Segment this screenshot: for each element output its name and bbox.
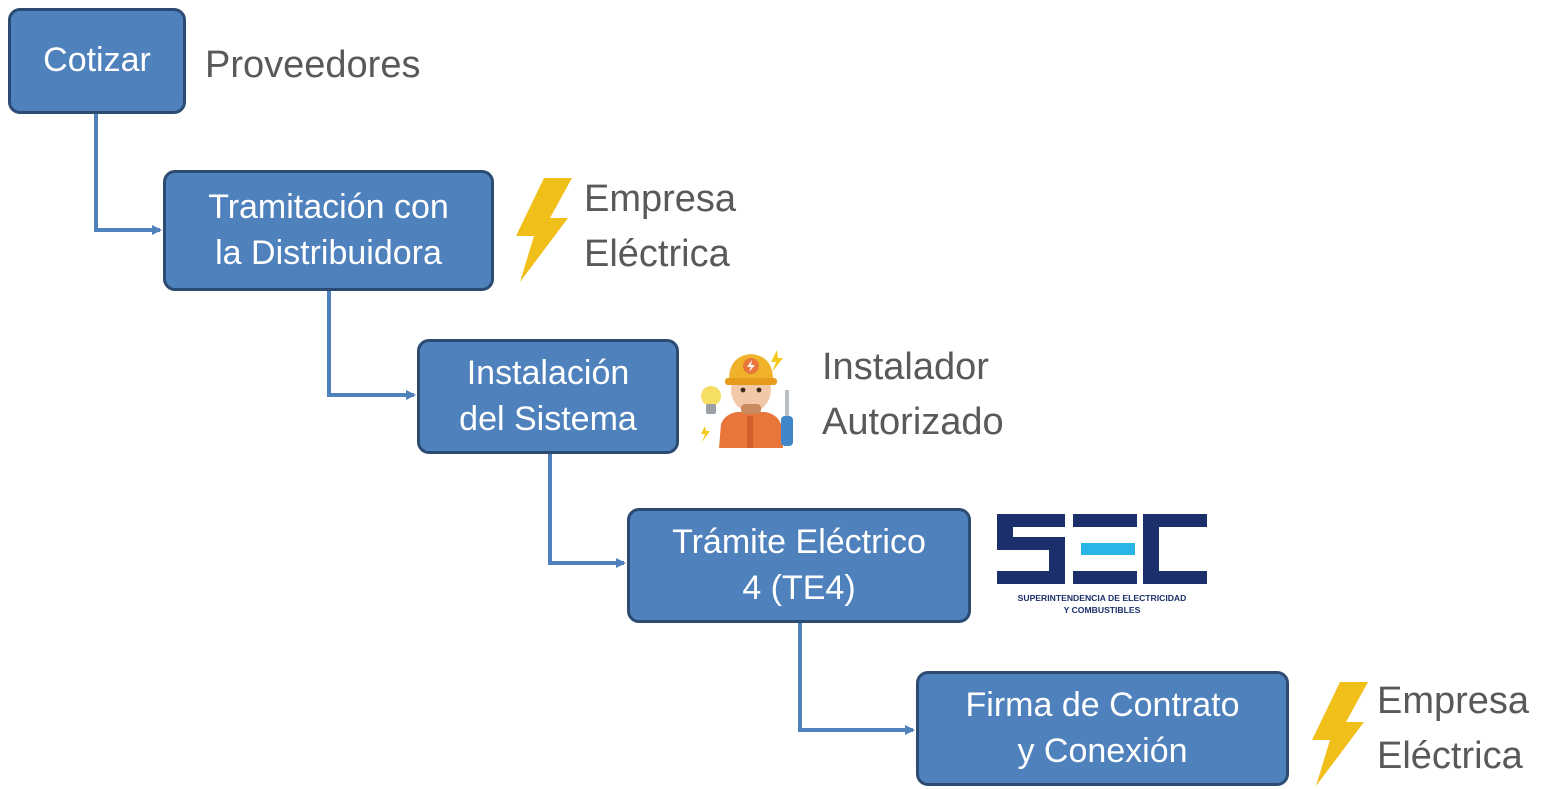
lightning-bolt-icon: [1312, 682, 1368, 786]
step-label-line: y Conexión: [1017, 731, 1188, 770]
sec-logo-letter-e: [1073, 514, 1137, 584]
connector-arrow-4: [798, 622, 915, 735]
actor-instalador-autorizado: Instalador Autorizado: [822, 340, 1004, 450]
step-instalacion-box: Instalación del Sistema: [417, 339, 679, 454]
sec-logo-letter-c: [1143, 514, 1207, 584]
actor-proveedores: Proveedores: [205, 38, 420, 93]
actor-empresa-electrica-2: Empresa Eléctrica: [1377, 674, 1529, 784]
lightning-bolt-icon: [516, 178, 572, 282]
step-tramitacion-box: Tramitación con la Distribuidora: [163, 170, 494, 291]
sec-logo-letter-s: [997, 514, 1065, 584]
step-label-line: Instalación: [466, 353, 630, 392]
sec-logo-caption-line-2: Y COMBUSTIBLES: [1064, 605, 1141, 615]
connector-arrow-1: [94, 114, 162, 235]
step-firma-contrato-box: Firma de Contrato y Conexión: [916, 671, 1289, 786]
step-label-line: Cotizar: [43, 41, 151, 80]
actor-label-line: Proveedores: [205, 44, 421, 86]
sec-logo-caption-line-1: SUPERINTENDENCIA DE ELECTRICIDAD: [1018, 593, 1187, 603]
sec-logo: SUPERINTENDENCIA DE ELECTRICIDAD Y COMBU…: [997, 514, 1207, 615]
step-label-line: del Sistema: [459, 399, 637, 438]
electrician-icon: [701, 350, 793, 448]
step-cotizar-box: Cotizar: [8, 8, 186, 114]
step-label-line: la Distribuidora: [215, 233, 442, 272]
connector-arrow-3: [548, 453, 626, 568]
actor-label-line: Empresa: [1377, 680, 1530, 722]
step-label-line: Tramitación con: [208, 187, 449, 226]
step-label-line: Trámite Eléctrico: [672, 522, 926, 561]
step-tramite-te4-box: Trámite Eléctrico 4 (TE4): [627, 508, 971, 623]
connector-arrow-2: [327, 290, 416, 400]
actor-label-line: Instalador: [822, 346, 989, 388]
actor-label-line: Autorizado: [822, 401, 1004, 444]
actor-label-line: Eléctrica: [584, 233, 730, 276]
step-label-line: 4 (TE4): [742, 568, 856, 607]
step-label-line: Firma de Contrato: [965, 685, 1240, 724]
actor-label-line: Empresa: [584, 178, 737, 220]
actor-empresa-electrica-1: Empresa Eléctrica: [584, 172, 736, 282]
actor-label-line: Eléctrica: [1377, 735, 1523, 778]
